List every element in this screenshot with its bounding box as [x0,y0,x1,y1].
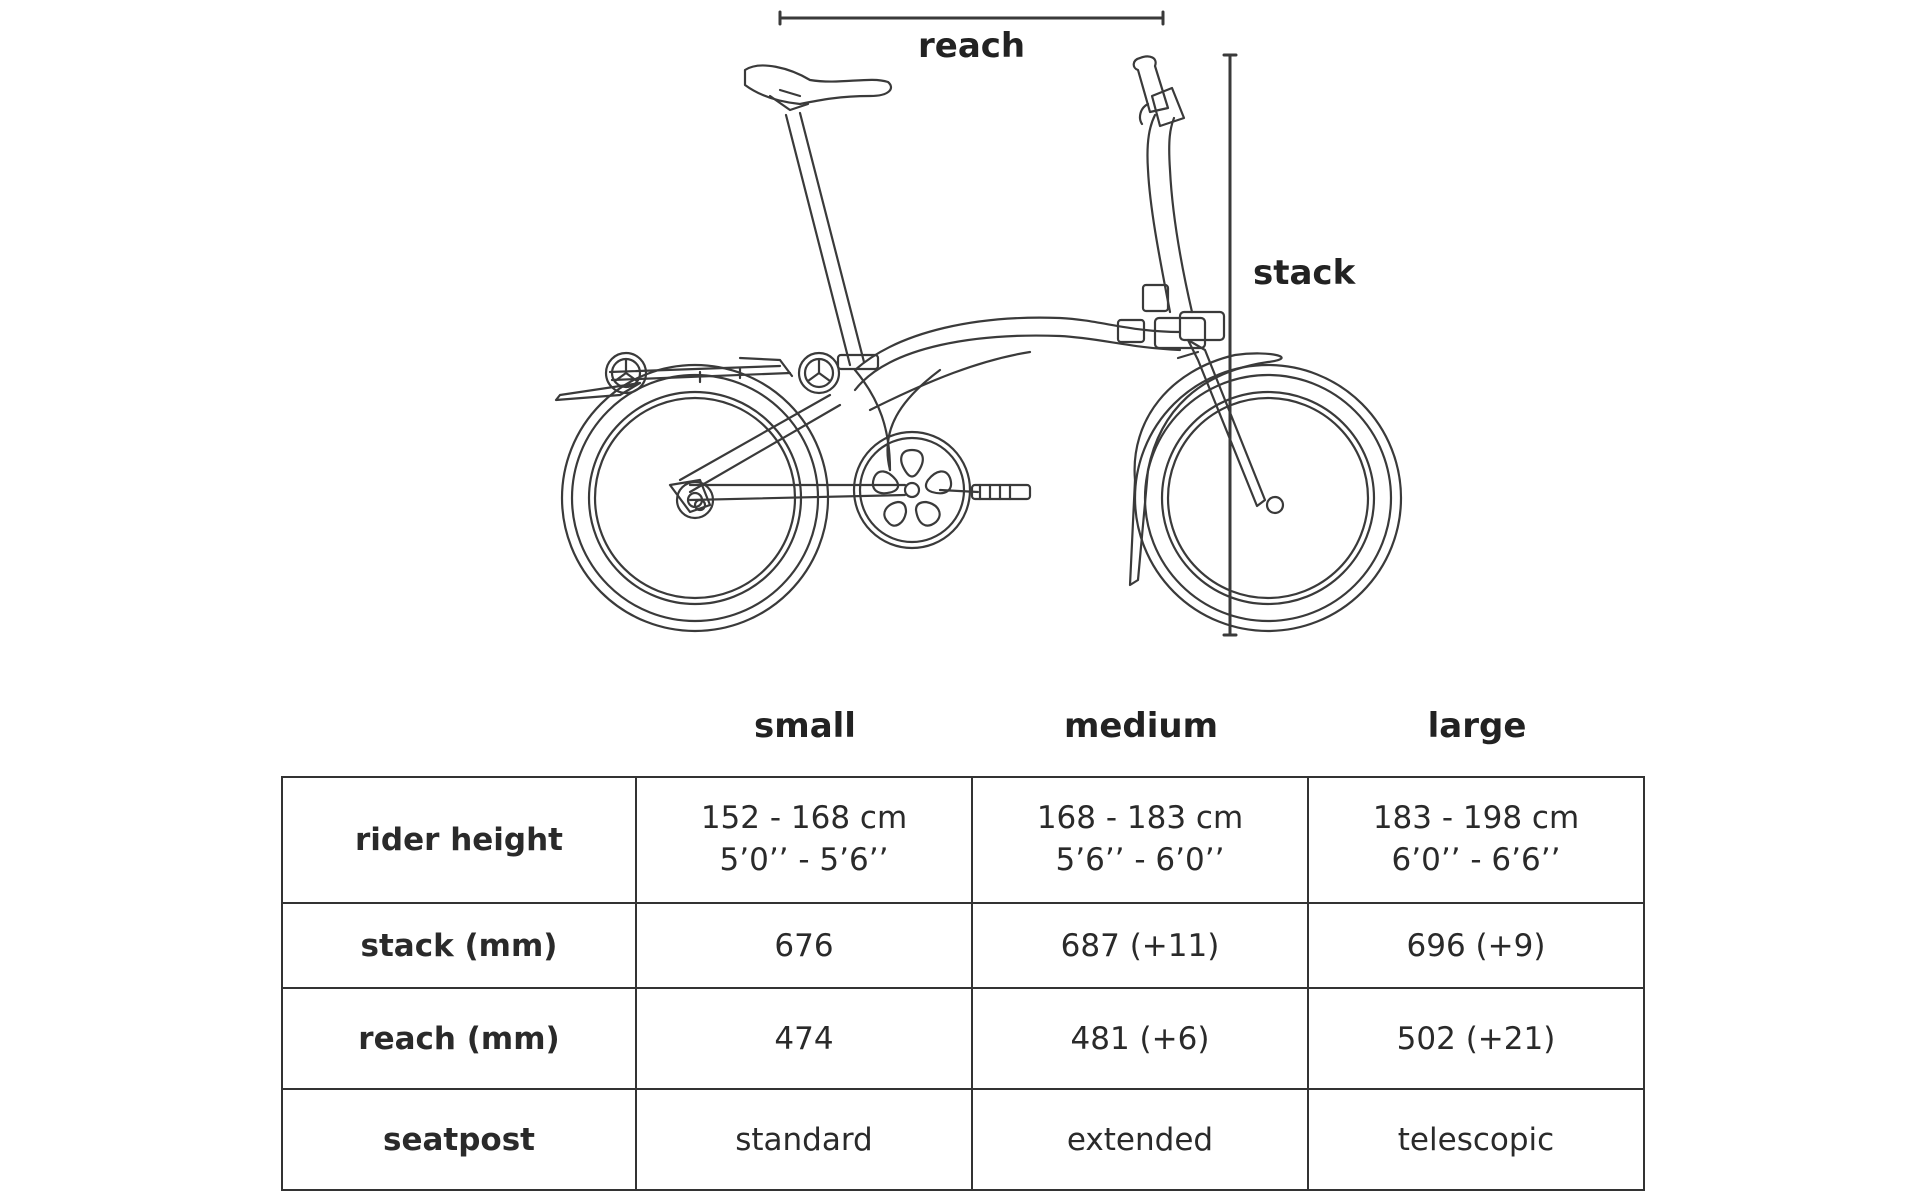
cell-rider-height-small: 152 - 168 cm 5’0’’ - 5’6’’ [635,776,973,904]
folding-bike-illustration [554,10,1403,637]
table-row-stack: stack (mm) 676 687 (+11) 696 (+9) [281,902,1645,989]
stack-label: stack [1253,253,1356,293]
rider-height-imperial-medium: 5’6’’ - 6’0’’ [1055,842,1225,878]
row-label-stack: stack (mm) [281,902,637,989]
rider-height-metric-large: 183 - 198 cm [1372,800,1580,837]
reach-label: reach [918,26,1026,66]
rider-height-metric-medium: 168 - 183 cm [1036,800,1244,837]
rack-rollers [604,351,841,395]
size-header-medium: medium [1063,706,1219,746]
size-header-large: large [1427,706,1527,746]
frame [678,316,1207,502]
stack-dimension-line [1222,53,1238,637]
cell-stack-small: 676 [635,902,973,989]
front-mudguard [1128,352,1283,587]
row-label-rider-height: rider height [281,776,637,904]
cell-seatpost-medium: extended [971,1088,1309,1191]
chainring [852,430,1032,550]
rear-rack [554,356,794,402]
table-row-reach: reach (mm) 474 481 (+6) 502 (+21) [281,987,1645,1090]
cell-reach-small: 474 [635,987,973,1090]
rear-hub [668,478,712,514]
cell-stack-medium: 687 (+11) [971,902,1309,989]
row-label-seatpost: seatpost [281,1088,637,1191]
steering [1132,55,1267,508]
cell-seatpost-large: telescopic [1307,1088,1645,1191]
cell-reach-large: 502 (+21) [1307,987,1645,1090]
table-row-rider-height: rider height 152 - 168 cm 5’0’’ - 5’6’’ … [281,776,1645,904]
rider-height-imperial-large: 6’0’’ - 6’6’’ [1391,842,1561,878]
table-row-seatpost: seatpost standard extended telescopic [281,1088,1645,1191]
reach-dimension-line [778,10,1165,26]
row-label-reach: reach (mm) [281,987,637,1090]
cell-seatpost-small: standard [635,1088,973,1191]
size-spec-table: rider height 152 - 168 cm 5’0’’ - 5’6’’ … [281,776,1645,1191]
rider-height-metric-small: 152 - 168 cm [700,800,908,837]
front-wheel [1133,363,1403,633]
cell-rider-height-large: 183 - 198 cm 6’0’’ - 6’6’’ [1307,776,1645,904]
cell-stack-large: 696 (+9) [1307,902,1645,989]
seatpost-saddle [743,64,893,371]
size-header-small: small [754,706,856,746]
cell-reach-medium: 481 (+6) [971,987,1309,1090]
cell-rider-height-medium: 168 - 183 cm 5’6’’ - 6’0’’ [971,776,1309,904]
rider-height-imperial-small: 5’0’’ - 5’6’’ [719,842,889,878]
